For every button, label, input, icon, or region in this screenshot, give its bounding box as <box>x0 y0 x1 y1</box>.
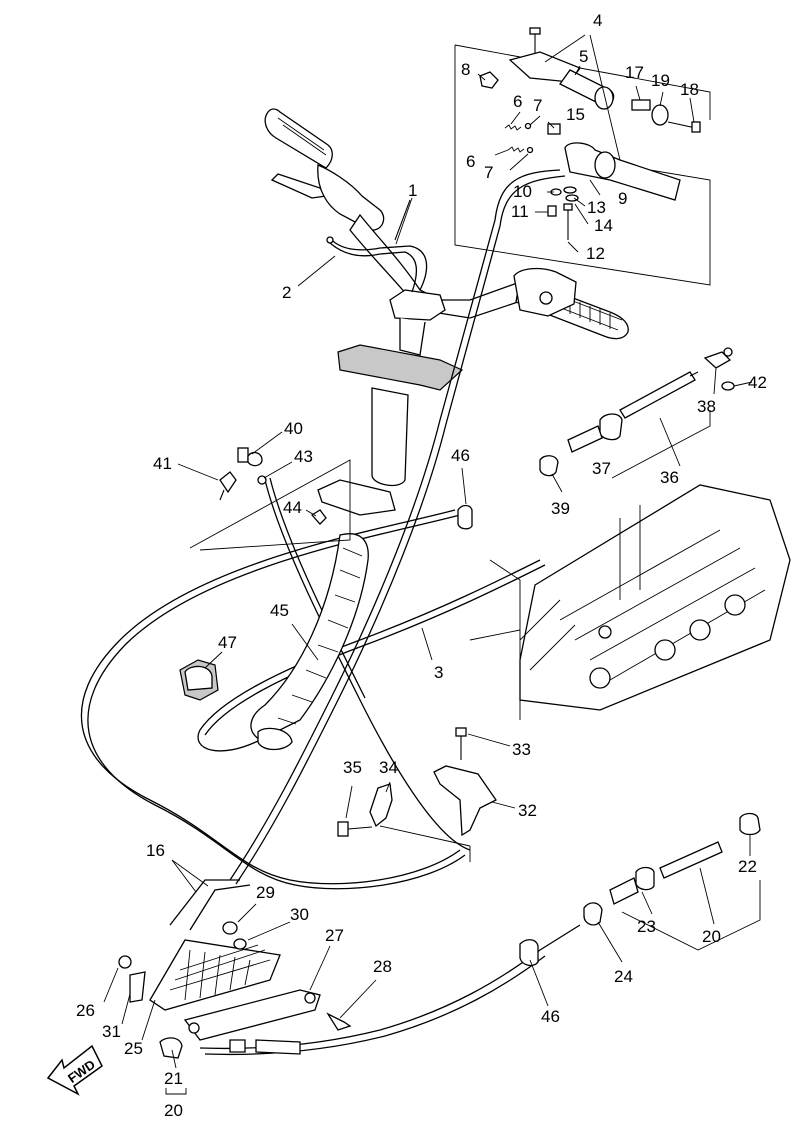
callout-label: 4 <box>593 11 602 30</box>
callout-label: 29 <box>256 883 275 902</box>
callout-label: 16 <box>146 841 165 860</box>
callout-label: 44 <box>283 498 302 517</box>
callout-label: 33 <box>512 740 531 759</box>
callout-label: 20 <box>164 1101 183 1120</box>
cables <box>80 169 581 1056</box>
callout-label: 39 <box>551 499 570 518</box>
callout-label: 41 <box>153 454 172 473</box>
callout-label: 11 <box>511 202 529 221</box>
callout-label: 6 <box>513 92 522 111</box>
callout-label: 43 <box>294 447 313 466</box>
callout-label: 25 <box>124 1039 143 1058</box>
callout-label: 19 <box>651 71 670 90</box>
callout-label: 10 <box>513 182 532 201</box>
callout-label: 6 <box>466 152 475 171</box>
callout-labels: 1 2 3 4 5 6 7 8 6 7 10 11 12 13 14 15 9 … <box>76 11 767 1120</box>
callout-label: 22 <box>738 857 757 876</box>
callout-label: 1 <box>408 181 417 200</box>
callout-label: 37 <box>592 459 611 478</box>
callout-label: 20 <box>702 927 721 946</box>
spiral-wrap <box>250 533 369 751</box>
callout-label: 27 <box>325 926 344 945</box>
engine-block <box>469 484 791 720</box>
callout-label: 47 <box>218 633 237 652</box>
callout-label: 36 <box>660 468 679 487</box>
fwd-arrow-icon: FWD <box>46 1044 103 1096</box>
callout-label: 31 <box>102 1022 121 1041</box>
callout-label: 12 <box>586 244 605 263</box>
callout-label: 13 <box>587 198 606 217</box>
callout-label: 34 <box>379 758 398 777</box>
callout-label: 30 <box>290 905 309 924</box>
callout-label: 21 <box>164 1069 183 1088</box>
bottom-right-hardware <box>519 812 761 967</box>
callout-label: 46 <box>541 1007 560 1026</box>
callout-label: 8 <box>461 60 470 79</box>
handlebar-assembly <box>264 108 629 516</box>
callout-label: 35 <box>343 758 362 777</box>
callout-label: 14 <box>594 216 613 235</box>
throttle-exploded-view <box>454 27 711 286</box>
callout-label: 3 <box>434 663 443 682</box>
callout-label: 24 <box>614 967 633 986</box>
leader-lines <box>103 34 753 1095</box>
callout-label: 28 <box>373 957 392 976</box>
callout-label: 17 <box>625 63 644 82</box>
callout-label: 46 <box>451 446 470 465</box>
right-cable-hardware <box>539 347 735 479</box>
callout-label: 5 <box>579 47 588 66</box>
left-mid-hardware <box>179 447 473 701</box>
callout-label: 42 <box>748 373 767 392</box>
callout-label: 2 <box>282 283 291 302</box>
bracket-hardware <box>337 727 497 862</box>
callout-label: 23 <box>637 917 656 936</box>
callout-label: 18 <box>680 80 699 99</box>
callout-label: 9 <box>618 189 627 208</box>
callout-label: 26 <box>76 1001 95 1020</box>
lever-assembly <box>118 921 352 1059</box>
callout-label: 38 <box>697 397 716 416</box>
callout-label: 7 <box>484 163 493 182</box>
callout-label: 45 <box>270 601 289 620</box>
callout-label: 40 <box>284 419 303 438</box>
callout-label: 15 <box>566 105 585 124</box>
callout-label: 32 <box>518 801 537 820</box>
callout-label: 7 <box>533 96 542 115</box>
